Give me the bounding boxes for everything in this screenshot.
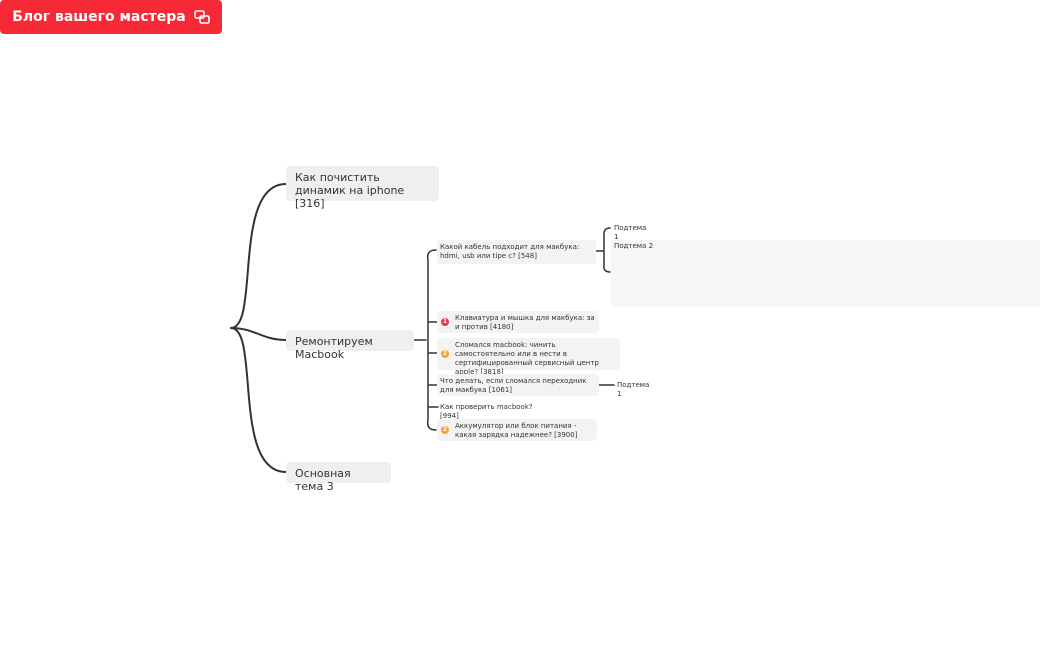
topic-repair-macbook[interactable]: Ремонтируем Macbook [286, 330, 414, 361]
priority-2-icon[interactable]: 2 [441, 426, 449, 434]
topic-main-3[interactable]: Основная тема 3 [286, 462, 391, 493]
connector-macbook-bracket [426, 249, 437, 431]
subtopic-adapter-sub-1[interactable]: Подтема 1 [614, 379, 655, 398]
subtopic-label: Какой кабель подходит для макбука: hdmi,… [440, 243, 580, 260]
subtopic-label: Что делать, если сломался переходник для… [440, 377, 587, 394]
subtopic-broken-adapter[interactable]: Что делать, если сломался переходник для… [437, 374, 599, 396]
subtopic-check-macbook[interactable]: Как проверить macbook? [994] [437, 400, 556, 420]
linked-topics-icon[interactable] [193, 10, 210, 24]
subtopic-label: Аккумулятор или блок питания - какая зар… [455, 422, 578, 439]
connector-root-topic-3 [230, 327, 287, 473]
central-topic-label: Блог вашего мастера [12, 9, 186, 25]
subtopic-label: Клавиатура и мышка для макбука: за и про… [455, 314, 595, 331]
subtopic-battery-charger[interactable]: 2 Аккумулятор или блок питания - какая з… [437, 419, 597, 441]
connector-root-topic-1 [230, 183, 287, 329]
central-topic[interactable]: Блог вашего мастера [0, 0, 222, 34]
subtopic-cable-sub-1[interactable]: Подтема 1 [611, 222, 652, 241]
priority-2-icon[interactable]: 2 [441, 350, 449, 358]
subtopic-label: Подтема 1 [617, 381, 650, 398]
subtopic-label: Подтема 1 [614, 224, 647, 241]
subtopic-label: Сломался macbook: чинить самостоятельно … [455, 341, 599, 376]
subtopic-cable-sub-2[interactable]: Подтема 2 [611, 240, 1040, 307]
priority-1-icon[interactable]: 1 [441, 318, 449, 326]
connector-cable-bracket [603, 227, 611, 273]
connector-root-topic-2 [230, 327, 287, 341]
subtopic-cable[interactable]: Какой кабель подходит для макбука: hdmi,… [437, 240, 596, 264]
topic-label: Основная тема 3 [295, 467, 351, 493]
topic-label: Как почистить динамик на iphone [316] [295, 171, 405, 210]
topic-label: Ремонтируем Macbook [295, 335, 373, 361]
subtopic-label: Подтема 2 [614, 242, 654, 250]
subtopic-broken-macbook[interactable]: 2 Сломался macbook: чинить самостоятельн… [437, 338, 620, 376]
subtopic-keyboard-mouse[interactable]: 1 Клавиатура и мышка для макбука: за и п… [437, 311, 599, 333]
topic-clean-speaker[interactable]: Как почистить динамик на iphone [316] [286, 166, 439, 210]
subtopic-label: Как проверить macbook? [994] [440, 403, 533, 420]
